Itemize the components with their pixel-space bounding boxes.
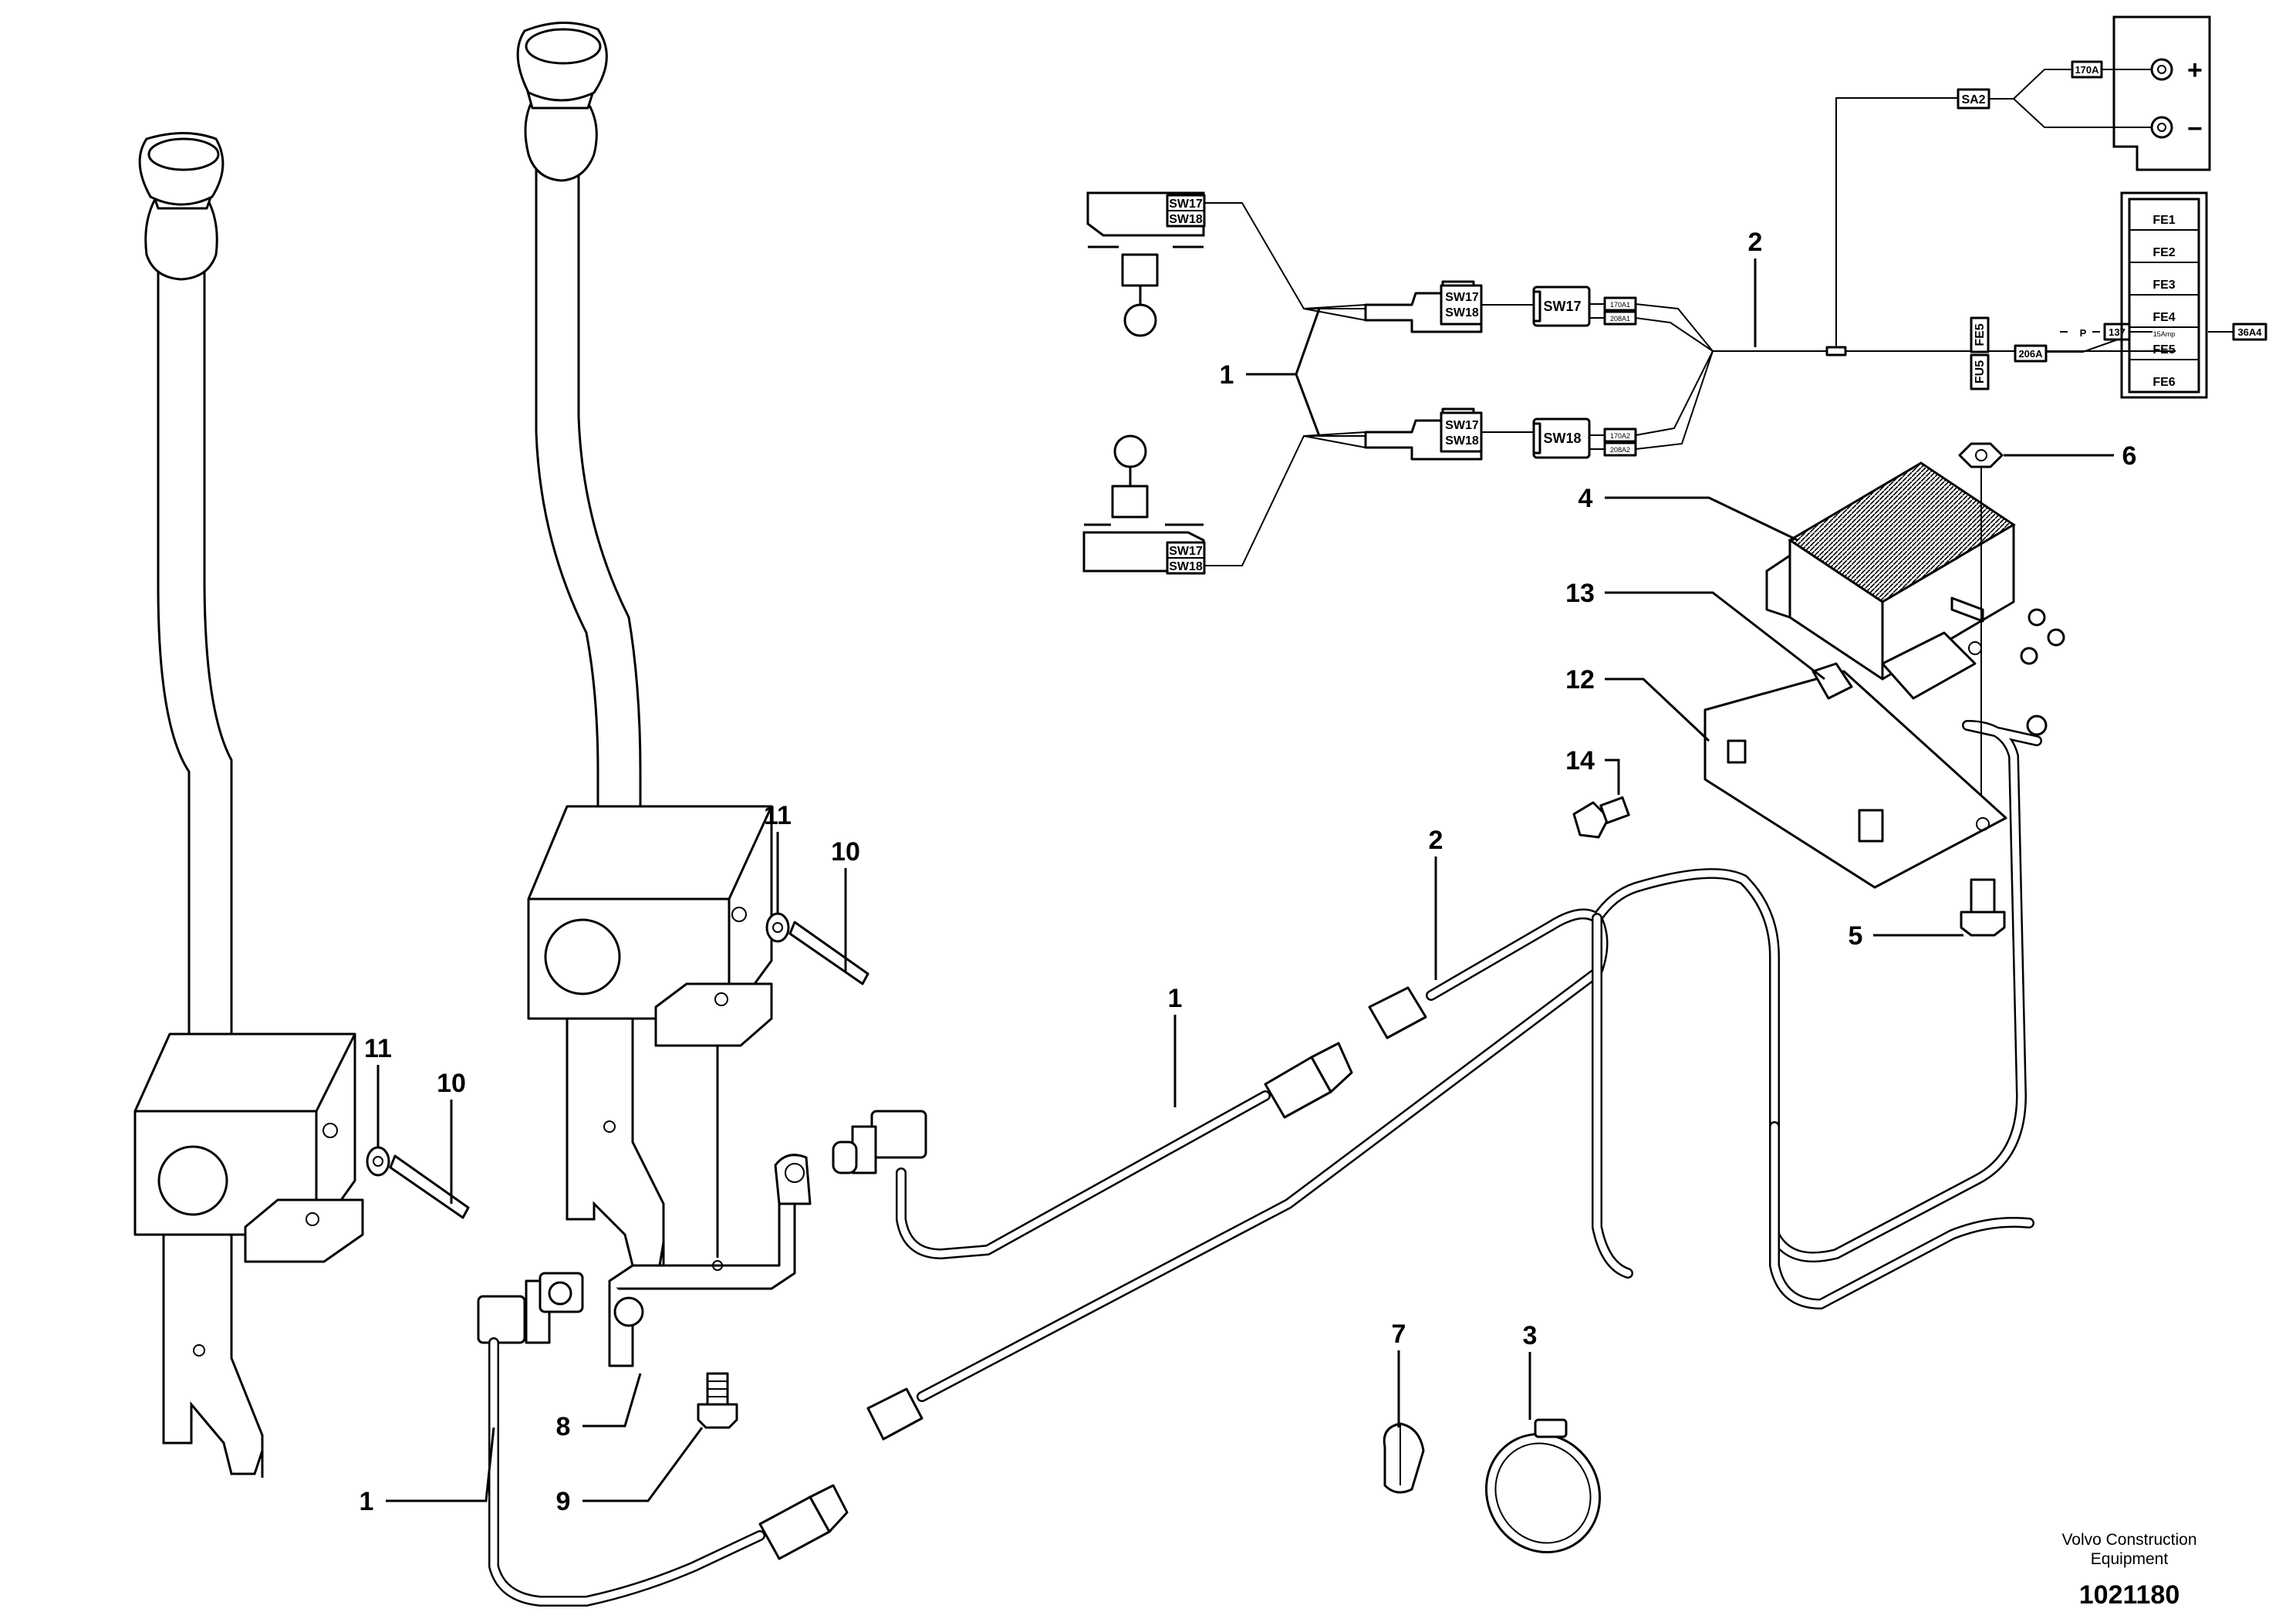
callout-4: 4 <box>1578 484 1593 513</box>
fuse-fe4: FE4 <box>2152 311 2175 324</box>
callout-9: 9 <box>556 1487 571 1516</box>
plug-sw18: SW18 <box>1543 431 1581 446</box>
connector-sw18-upper: SW18 <box>1445 306 1479 319</box>
schematic-sw18-top: SW18 <box>1169 213 1203 226</box>
callout-1-lower: 1 <box>360 1487 374 1516</box>
schematic-sw17-bottom: SW17 <box>1169 545 1203 558</box>
battery-plus-sign: + <box>2187 56 2203 85</box>
fuse-rating: 15Amp <box>2153 330 2176 338</box>
wire-170a1: 170A1 <box>1610 301 1630 309</box>
callout-5: 5 <box>1849 921 1863 951</box>
wire-208a1: 208A1 <box>1610 315 1630 323</box>
harness-connector-upper-female <box>1368 986 1427 1039</box>
schematic-p: P <box>2080 327 2087 339</box>
callout-2-harness: 2 <box>1429 826 1443 855</box>
company-name-line1: Volvo Construction <box>2061 1531 2196 1549</box>
harness-connector-lower-male <box>758 1484 849 1560</box>
cable-ring-terminal <box>2026 715 2048 736</box>
bracket-screw <box>697 1372 738 1429</box>
schematic-170a: 170A <box>2075 64 2099 76</box>
mounting-plate <box>1703 670 2007 889</box>
fuse-fe1: FE1 <box>2152 214 2175 227</box>
callout-11-upper: 11 <box>764 801 792 830</box>
schematic-137: 137 <box>2109 326 2125 338</box>
company-name-line2: Equipment <box>2091 1550 2169 1568</box>
battery-minus-sign: − <box>2187 114 2203 144</box>
fuse-fe5: FE5 <box>2152 343 2175 357</box>
callout-8: 8 <box>556 1412 571 1441</box>
callout-2-schematic: 2 <box>1748 228 1763 257</box>
plug-sw17: SW17 <box>1543 299 1581 314</box>
drawing-number: 1021180 <box>2079 1580 2180 1610</box>
cable-clip <box>1383 1422 1425 1494</box>
schematic-sa2: SA2 <box>1961 93 1985 106</box>
schematic-sw17-top: SW17 <box>1169 198 1203 211</box>
alarm-buzzer-unit <box>1765 461 2065 700</box>
schematic-sw18-bottom: SW18 <box>1169 560 1203 573</box>
fuse-fe2: FE2 <box>2152 246 2175 259</box>
connector-sw17-upper: SW17 <box>1445 291 1479 304</box>
connector-sw17-lower: SW17 <box>1445 419 1479 432</box>
callout-leaders <box>376 259 2114 1502</box>
callout-12: 12 <box>1565 665 1595 694</box>
fuse-fe3: FE3 <box>2152 279 2175 292</box>
callout-1-harness: 1 <box>1168 984 1183 1013</box>
center-switch-part <box>832 1110 927 1174</box>
harness-connector-lower-female <box>866 1387 923 1441</box>
schematic-36a4: 36A4 <box>2237 326 2262 338</box>
wire-208a2: 208A2 <box>1610 446 1630 454</box>
connector-sw18-lower: SW18 <box>1445 434 1479 448</box>
wiring-schematic: SW17 SW18 SW17 SW18 SW17 SW18 SW17 170A1… <box>1082 15 2267 575</box>
bottom-screw <box>1960 878 2006 937</box>
callout-11-lower: 11 <box>364 1034 392 1063</box>
left-joystick-lever <box>133 132 364 1478</box>
callout-1-schematic: 1 <box>1220 360 1234 390</box>
switch-bracket <box>608 1154 812 1367</box>
wire-170a2: 170A2 <box>1610 432 1630 440</box>
unit-nut <box>1958 442 2004 826</box>
stud-and-nut-set-lower <box>366 1146 470 1219</box>
wiring-harness <box>488 720 2042 1607</box>
callout-10-upper: 10 <box>831 837 860 867</box>
schematic-fu5: FU5 <box>1974 360 1987 384</box>
fuse-fe6: FE6 <box>2152 376 2175 389</box>
hose-clamp <box>1484 1418 1602 1554</box>
stud-and-nut-set-upper <box>765 912 869 985</box>
callout-6: 6 <box>2122 441 2137 471</box>
left-switch-part <box>477 1272 584 1344</box>
footer-block: Volvo Construction Equipment 1021180 <box>2061 1531 2196 1610</box>
callout-7: 7 <box>1392 1320 1406 1349</box>
callout-numbers: 1 1 1 2 2 3 4 5 6 7 8 9 10 10 11 11 12 1… <box>360 228 2137 1516</box>
center-joystick-lever <box>516 22 773 1267</box>
callout-10-lower: 10 <box>437 1069 466 1098</box>
schematic-206a: 206A <box>2018 348 2043 360</box>
harness-connector-upper-male <box>1264 1042 1353 1119</box>
clip-nut <box>1811 662 1853 700</box>
callout-14: 14 <box>1565 746 1595 776</box>
callout-3: 3 <box>1523 1321 1538 1350</box>
callout-13: 13 <box>1565 579 1595 608</box>
schematic-fe5-vertical: FE5 <box>1974 323 1987 346</box>
plate-screw <box>1572 796 1630 839</box>
